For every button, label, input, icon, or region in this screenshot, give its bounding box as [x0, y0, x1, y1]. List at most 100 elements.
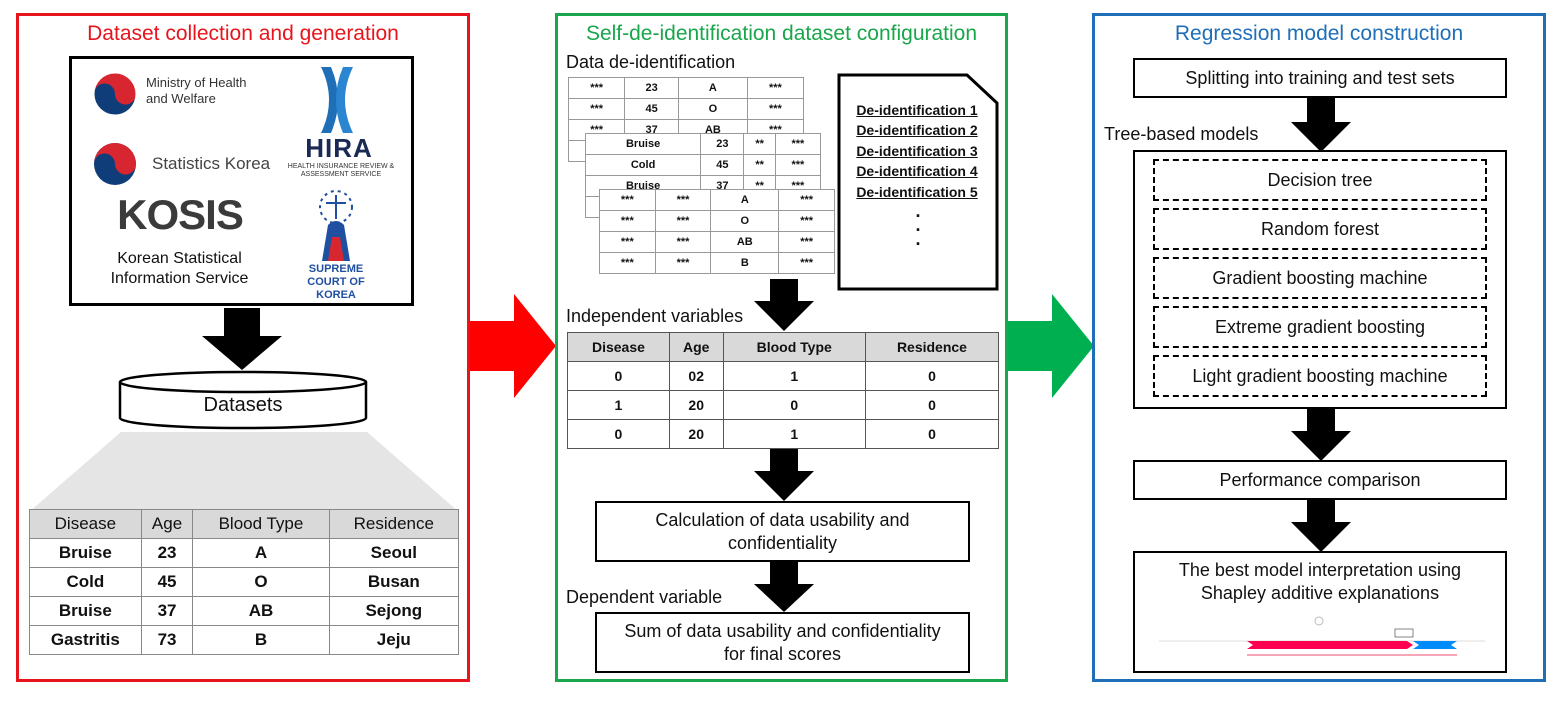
statistics-korea-label: Statistics Korea [152, 154, 271, 173]
table-cell: 0 [864, 419, 1000, 449]
deid-item: De-identification 1 [856, 102, 978, 118]
tree-based-models-label: Tree-based models [1104, 124, 1259, 144]
table-cell: *** [778, 231, 835, 253]
table-cell: A [678, 77, 748, 99]
table-row: ******AB*** [599, 231, 835, 253]
table-cell: 23 [624, 77, 680, 99]
table-row: 1 20 0 0 [567, 390, 1000, 420]
hira-logo-icon [317, 65, 357, 135]
mohw-logo [92, 71, 138, 117]
table-cell: *** [778, 252, 835, 274]
red-flow-arrow-icon [470, 294, 556, 398]
table-cell: Seoul [328, 538, 460, 568]
table-row: Bruise 37 AB Sejong [29, 596, 460, 626]
table-cell: Cold [584, 154, 702, 176]
table-header: Age [668, 332, 724, 362]
shap-box: The best model interpretation using Shap… [1133, 551, 1507, 673]
table-cell: AB [192, 596, 330, 626]
arrow-down-icon [754, 279, 814, 331]
table-cell: Bruise [29, 538, 142, 568]
table-cell: *** [774, 133, 822, 155]
table-cell: AB [710, 231, 780, 253]
statistics-korea-logo [92, 141, 138, 187]
performance-comparison-box: Performance comparison [1133, 460, 1507, 500]
logo-box: Ministry of Health and Welfare Statistic… [69, 56, 414, 306]
mohw-label: Ministry of Health and Welfare [146, 75, 247, 106]
table-cell: ** [743, 133, 776, 155]
table-cell: *** [654, 210, 712, 232]
model-light-gradient-boosting: Light gradient boosting machine [1153, 355, 1487, 397]
table-cell: 73 [140, 625, 194, 655]
table-cell: Jeju [328, 625, 460, 655]
table-cell: Busan [328, 567, 460, 597]
table-header: Residence [864, 332, 1000, 362]
table-cell: *** [778, 210, 835, 232]
supreme-court-label: SUPREME COURT OF KOREA [307, 263, 365, 301]
table-cell: *** [654, 231, 712, 253]
table-row: 0 20 1 0 [567, 419, 1000, 449]
table-header: Blood Type [192, 509, 330, 539]
table-cell: A [192, 538, 330, 568]
datasets-table: Disease Age Blood Type Residence Bruise … [29, 509, 460, 655]
panel-regression-model: Regression model construction Splitting … [1092, 13, 1546, 682]
table-cell: *** [599, 252, 656, 274]
sum-box: Sum of data usability and confidentialit… [595, 612, 970, 673]
kosis-sub-label: Korean Statistical Information Service [110, 250, 249, 287]
table-row: 0 02 1 0 [567, 361, 1000, 391]
table-cell: 1 [722, 419, 866, 449]
independent-variables-label: Independent variables [566, 306, 744, 326]
table-cell: 0 [567, 361, 670, 391]
arrow-down-icon [1291, 98, 1351, 152]
table-row: Bruise 23 A Seoul [29, 538, 460, 568]
table-cell: 23 [140, 538, 194, 568]
table-header: Disease [567, 332, 670, 362]
datasets-cylinder-icon [118, 370, 368, 432]
table-cell: *** [599, 231, 656, 253]
table-cell: 1 [722, 361, 866, 391]
table-cell: *** [654, 189, 712, 211]
table-cell: 45 [624, 98, 680, 120]
table-cell: O [192, 567, 330, 597]
table-cell: 0 [864, 361, 1000, 391]
table-header-row: Disease Age Blood Type Residence [567, 332, 1000, 362]
arrow-down-icon [1291, 500, 1351, 552]
table-header: Blood Type [722, 332, 866, 362]
datasets-label: Datasets [203, 394, 283, 416]
table-cell: B [710, 252, 780, 274]
model-extreme-gradient-boosting: Extreme gradient boosting [1153, 306, 1487, 348]
arrow-down-icon [202, 308, 282, 370]
model-decision-tree: Decision tree [1153, 159, 1487, 201]
table-cell: *** [746, 98, 805, 120]
table-cell: *** [774, 154, 822, 176]
table-cell: 02 [668, 361, 724, 391]
zoom-trapezoid [29, 432, 459, 512]
arrow-down-icon [754, 449, 814, 501]
table-header: Residence [328, 509, 460, 539]
table-row: Cold 45 O Busan [29, 567, 460, 597]
table-cell: Bruise [29, 596, 142, 626]
tree-models-container: Decision tree Random forest Gradient boo… [1133, 150, 1507, 409]
hira-label: HIRA [305, 133, 373, 163]
table-row: ******A*** [599, 189, 835, 211]
table-cell: *** [599, 210, 656, 232]
table-cell: Cold [29, 567, 142, 597]
model-random-forest: Random forest [1153, 208, 1487, 250]
table-cell: *** [778, 189, 835, 211]
table-row: Gastritis 73 B Jeju [29, 625, 460, 655]
arrow-down-icon [1291, 409, 1351, 461]
table-cell: 0 [567, 419, 670, 449]
kosis-label: KOSIS [117, 191, 244, 238]
table-cell: 45 [140, 567, 194, 597]
table-cell: B [192, 625, 330, 655]
mini-table-3: ******A*** ******O*** ******AB*** ******… [599, 189, 835, 274]
deid-item: De-identification 4 [856, 163, 978, 180]
supreme-court-emblem [310, 185, 362, 263]
arrow-down-icon [754, 562, 814, 612]
panel-title: Dataset collection and generation [87, 22, 399, 45]
table-cell: *** [567, 98, 626, 120]
shap-box-title: The best model interpretation using Shap… [1178, 560, 1462, 603]
